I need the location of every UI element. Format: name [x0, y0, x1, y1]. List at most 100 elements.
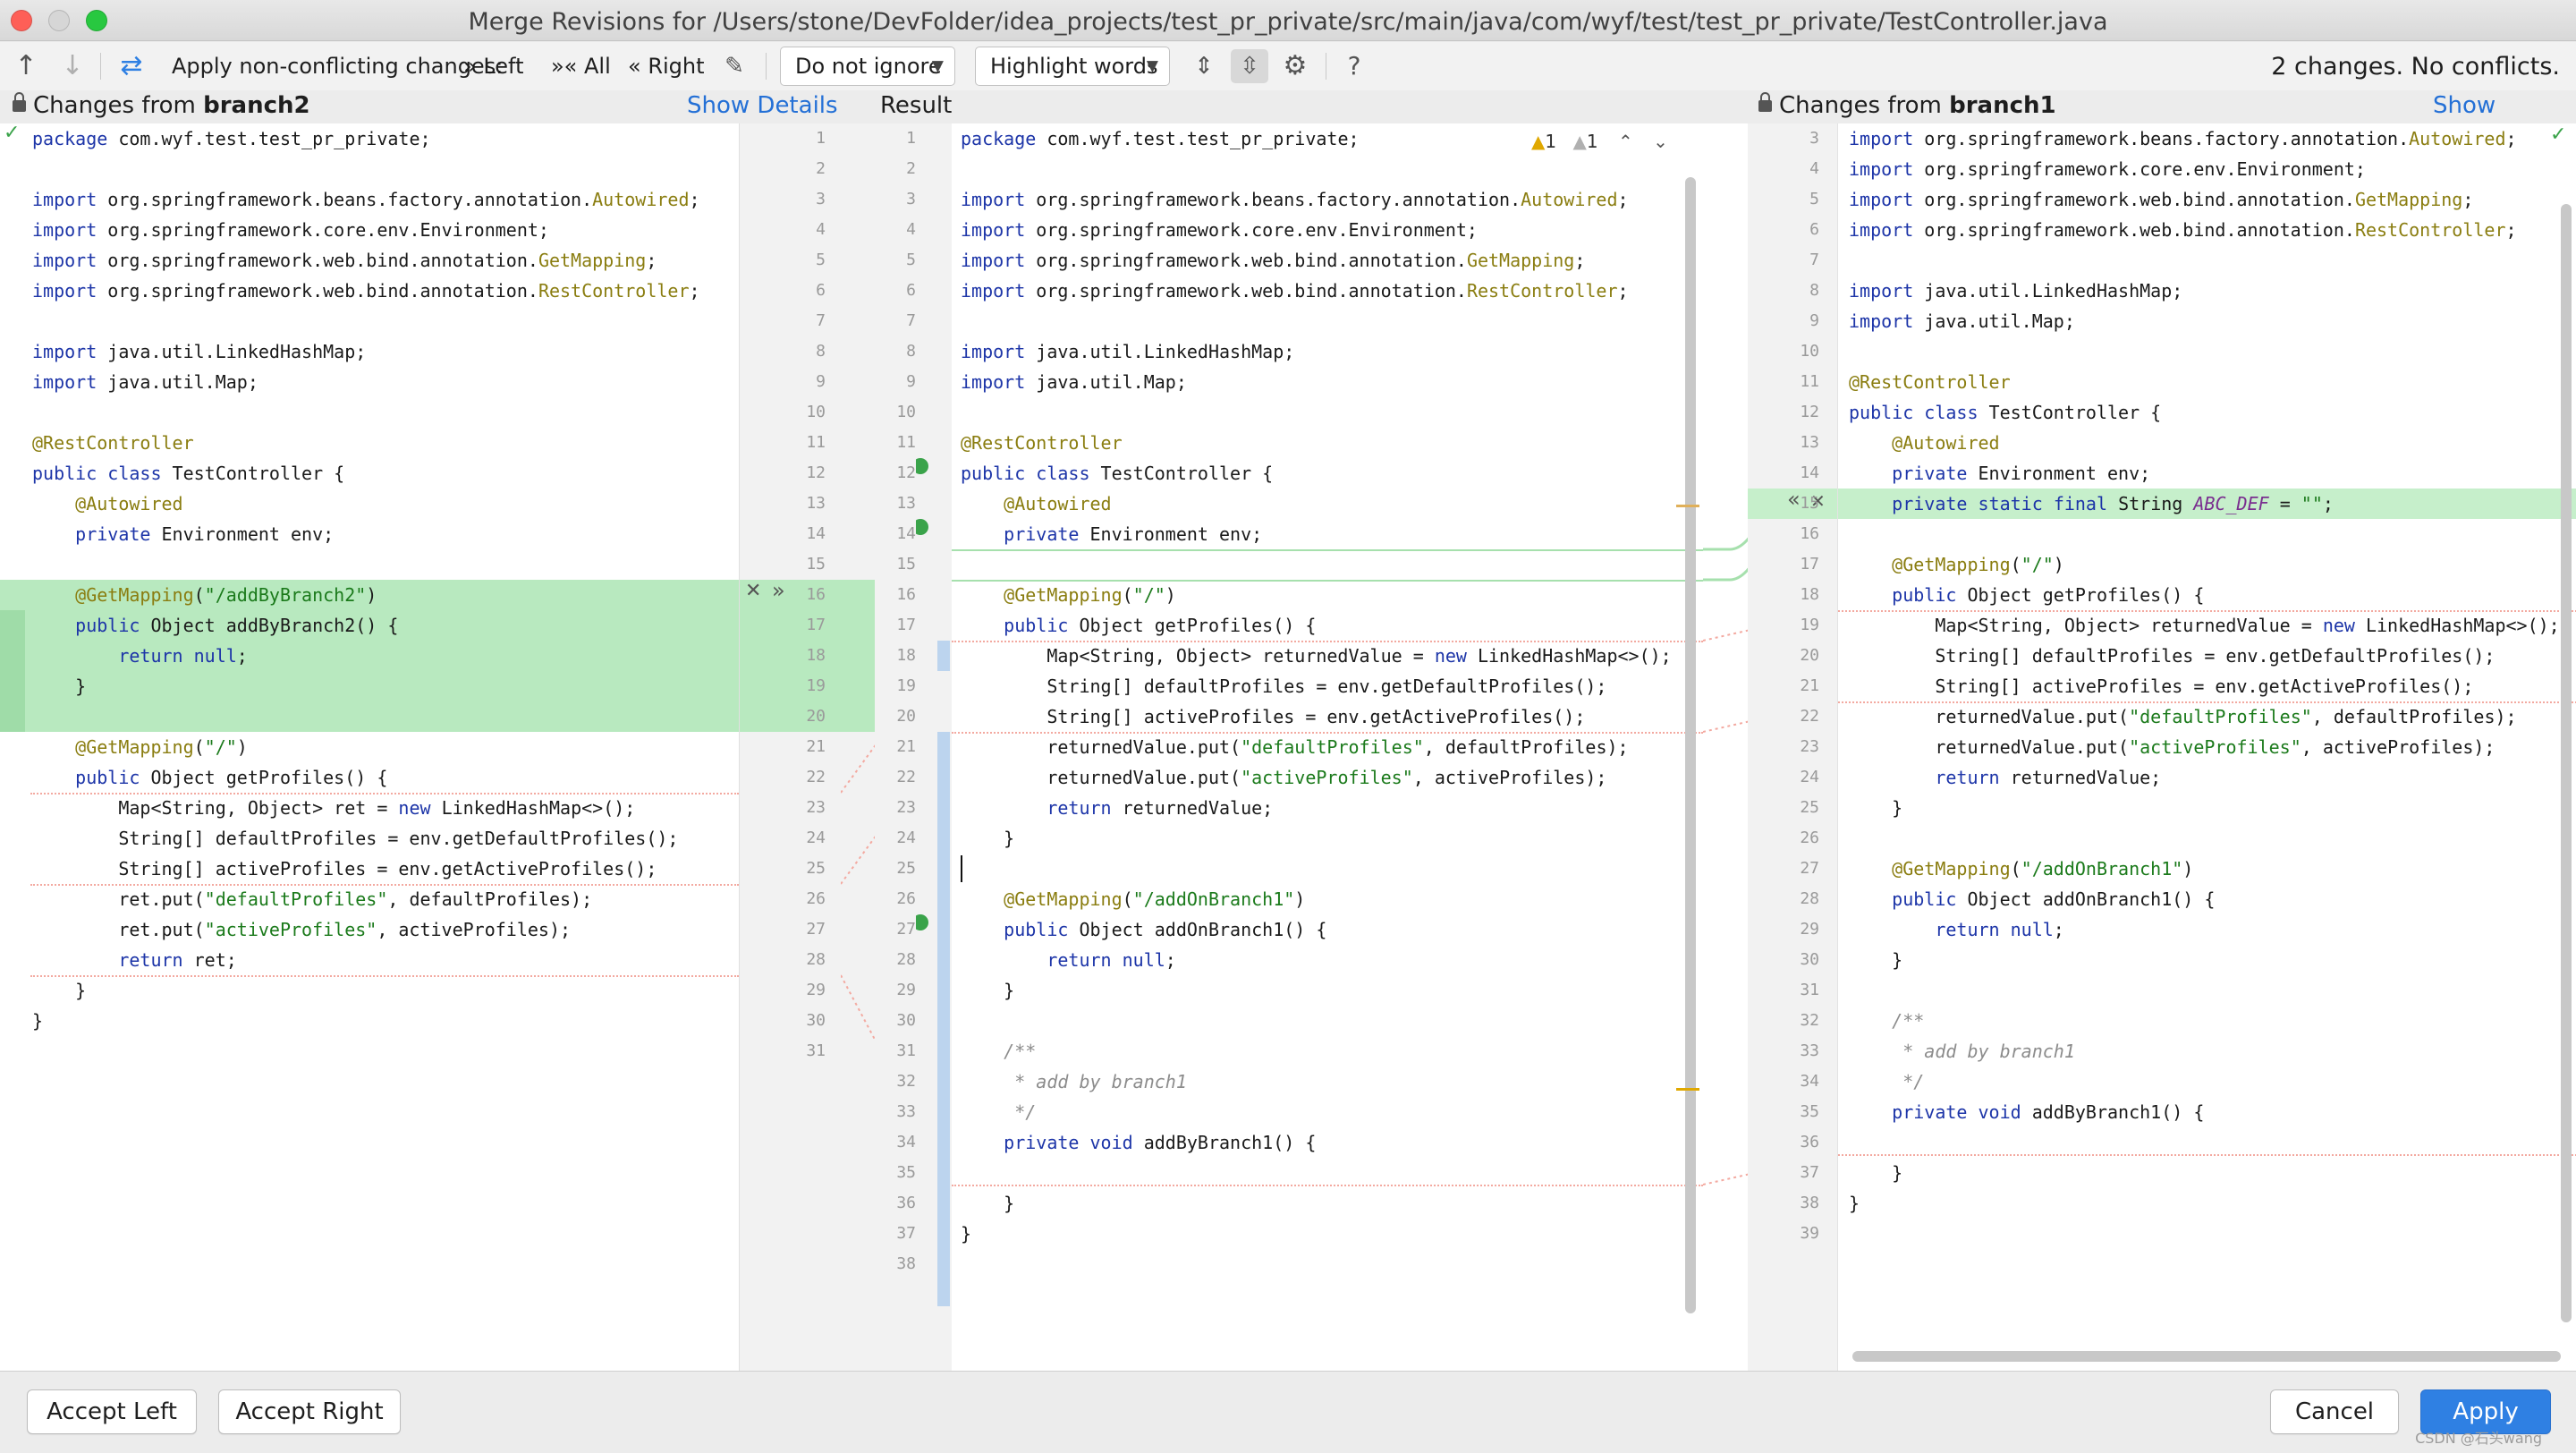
code-line: String[] activeProfiles = env.getActiveP… [961, 706, 1586, 727]
line-number: 26 [896, 889, 916, 908]
line-number: 12 [896, 463, 916, 482]
spring-bean-icon[interactable] [916, 458, 928, 474]
line-number: 35 [1800, 1102, 1819, 1121]
change-separator [952, 1185, 1703, 1186]
line-number: 14 [1800, 463, 1819, 482]
ignore-whitespace-select[interactable]: Do not ignore▼ [780, 47, 955, 86]
code-line: import java.util.LinkedHashMap; [32, 341, 367, 362]
result-editor[interactable]: ▲1 ▲1 ⌃ ⌄ package com.wyf.test.test_pr_p… [952, 123, 1703, 1371]
chevron-up-icon[interactable]: ⌃ [1617, 131, 1633, 152]
sync-scroll-icon[interactable]: ⇳ [1231, 49, 1268, 83]
right-editor[interactable]: ✓ import org.springframework.beans.facto… [1837, 123, 2576, 1371]
line-number: 5 [1809, 190, 1819, 208]
change-separator [30, 793, 739, 794]
line-number: 21 [1800, 676, 1819, 695]
change-separator [952, 641, 1703, 642]
right-horizontal-scrollbar[interactable] [1852, 1351, 2561, 1362]
line-number: 23 [896, 798, 916, 817]
next-change-icon[interactable]: ↓ [61, 50, 84, 81]
previous-change-icon[interactable]: ↑ [14, 50, 38, 81]
change-separator [30, 975, 739, 977]
line-number: 28 [806, 950, 826, 969]
line-number: 33 [896, 1102, 916, 1121]
line-number: 35 [896, 1163, 916, 1182]
title-bar: Merge Revisions for /Users/stone/DevFold… [0, 0, 2576, 41]
line-number: 30 [896, 1011, 916, 1030]
code-line: public class TestController { [32, 463, 345, 484]
apply-button[interactable]: Apply [2420, 1389, 2551, 1434]
apply-change-icon[interactable]: » [772, 578, 785, 603]
help-icon[interactable]: ? [1347, 51, 1361, 81]
code-line: Map<String, Object> returnedValue = new … [1849, 615, 2560, 636]
code-line: @GetMapping("/addOnBranch1") [1004, 888, 1306, 910]
line-number: 3 [816, 190, 826, 208]
line-number: 7 [1809, 251, 1819, 269]
line-number: 15 [896, 555, 916, 574]
chevron-down-icon: ▼ [1146, 57, 1158, 75]
code-line: import java.util.LinkedHashMap; [1849, 280, 2183, 302]
line-number: 4 [816, 220, 826, 239]
left-show-details-link[interactable]: Show Details [687, 92, 838, 119]
right-scrollbar[interactable] [2561, 204, 2572, 1322]
code-line: /** [1849, 1010, 1925, 1032]
double-chevron-left-icon: « [628, 54, 641, 79]
lock-icon [1758, 92, 1772, 112]
collapse-unchanged-icon[interactable]: ⇕ [1194, 53, 1214, 80]
code-line: @Autowired [75, 493, 183, 514]
code-line: */ [961, 1101, 1037, 1123]
code-line: public class TestController { [1849, 402, 2162, 423]
toolbar: ↑ ↓ ⇄ Apply non-conflicting changes: » L… [0, 42, 2576, 90]
line-number: 36 [896, 1194, 916, 1212]
added-line-highlight [1838, 489, 2576, 519]
apply-left-button[interactable]: » Left [463, 54, 524, 79]
cancel-button[interactable]: Cancel [2270, 1389, 2399, 1434]
discard-change-icon[interactable]: ✕ [1810, 490, 1826, 512]
line-number: 28 [896, 950, 916, 969]
code-line: import org.springframework.web.bind.anno… [961, 250, 1586, 271]
double-chevron-right-icon: » [463, 54, 477, 79]
line-number: 2 [906, 159, 916, 178]
magic-resolve-icon[interactable]: ⇄ [120, 50, 143, 81]
code-line: return returnedValue; [1046, 797, 1274, 819]
inspection-widget[interactable]: ▲1 ▲1 ⌃ ⌄ [1531, 131, 1668, 152]
result-panel-header: Result [880, 92, 953, 119]
modified-marker [937, 641, 950, 671]
code-line: * add by branch1 [961, 1071, 1187, 1092]
code-line: package com.wyf.test.test_pr_private; [961, 128, 1360, 149]
left-panel-header: Changes from branch2 [13, 90, 310, 123]
line-number: 28 [1800, 889, 1819, 908]
right-panel-header: Changes from branch1 [1758, 90, 2056, 123]
accept-right-button[interactable]: Accept Right [218, 1389, 401, 1434]
apply-right-button[interactable]: « Right [628, 54, 705, 79]
minimize-window-button[interactable] [48, 10, 70, 31]
check-icon: ✓ [4, 123, 21, 144]
line-number: 13 [1800, 433, 1819, 452]
apply-change-icon[interactable]: « [1787, 487, 1801, 512]
line-number: 12 [806, 463, 826, 482]
code-line: } [961, 828, 1015, 849]
apply-non-conflicting-label: Apply non-conflicting changes: [172, 54, 504, 79]
zoom-window-button[interactable] [86, 10, 107, 31]
discard-change-icon[interactable]: ✕ [745, 580, 762, 602]
code-line: @RestController [1849, 371, 2011, 393]
chevron-down-icon[interactable]: ⌄ [1653, 131, 1668, 152]
line-number: 25 [1800, 798, 1819, 817]
apply-all-button[interactable]: »« All [551, 54, 611, 79]
code-line: import org.springframework.web.bind.anno… [32, 250, 657, 271]
close-window-button[interactable] [11, 10, 32, 31]
line-number: 10 [896, 403, 916, 421]
code-line: import java.util.LinkedHashMap; [961, 341, 1295, 362]
accept-left-button[interactable]: Accept Left [27, 1389, 197, 1434]
left-editor[interactable]: ✓ ✕ package com.wyf.test.test_pr_private… [0, 123, 739, 1371]
spring-endpoint-icon[interactable] [916, 914, 928, 930]
result-scrollbar[interactable] [1685, 177, 1696, 1313]
magic-wand-icon[interactable]: ✎ [724, 53, 744, 80]
line-number: 9 [1809, 311, 1819, 330]
insertion-marker [952, 549, 1703, 551]
code-line: import org.springframework.core.env.Envi… [32, 219, 549, 241]
code-line: import org.springframework.beans.factory… [961, 189, 1629, 210]
gear-icon[interactable]: ⚙ [1283, 50, 1308, 81]
spring-bean-icon[interactable] [916, 519, 928, 535]
highlight-mode-select[interactable]: Highlight words▼ [975, 47, 1170, 86]
